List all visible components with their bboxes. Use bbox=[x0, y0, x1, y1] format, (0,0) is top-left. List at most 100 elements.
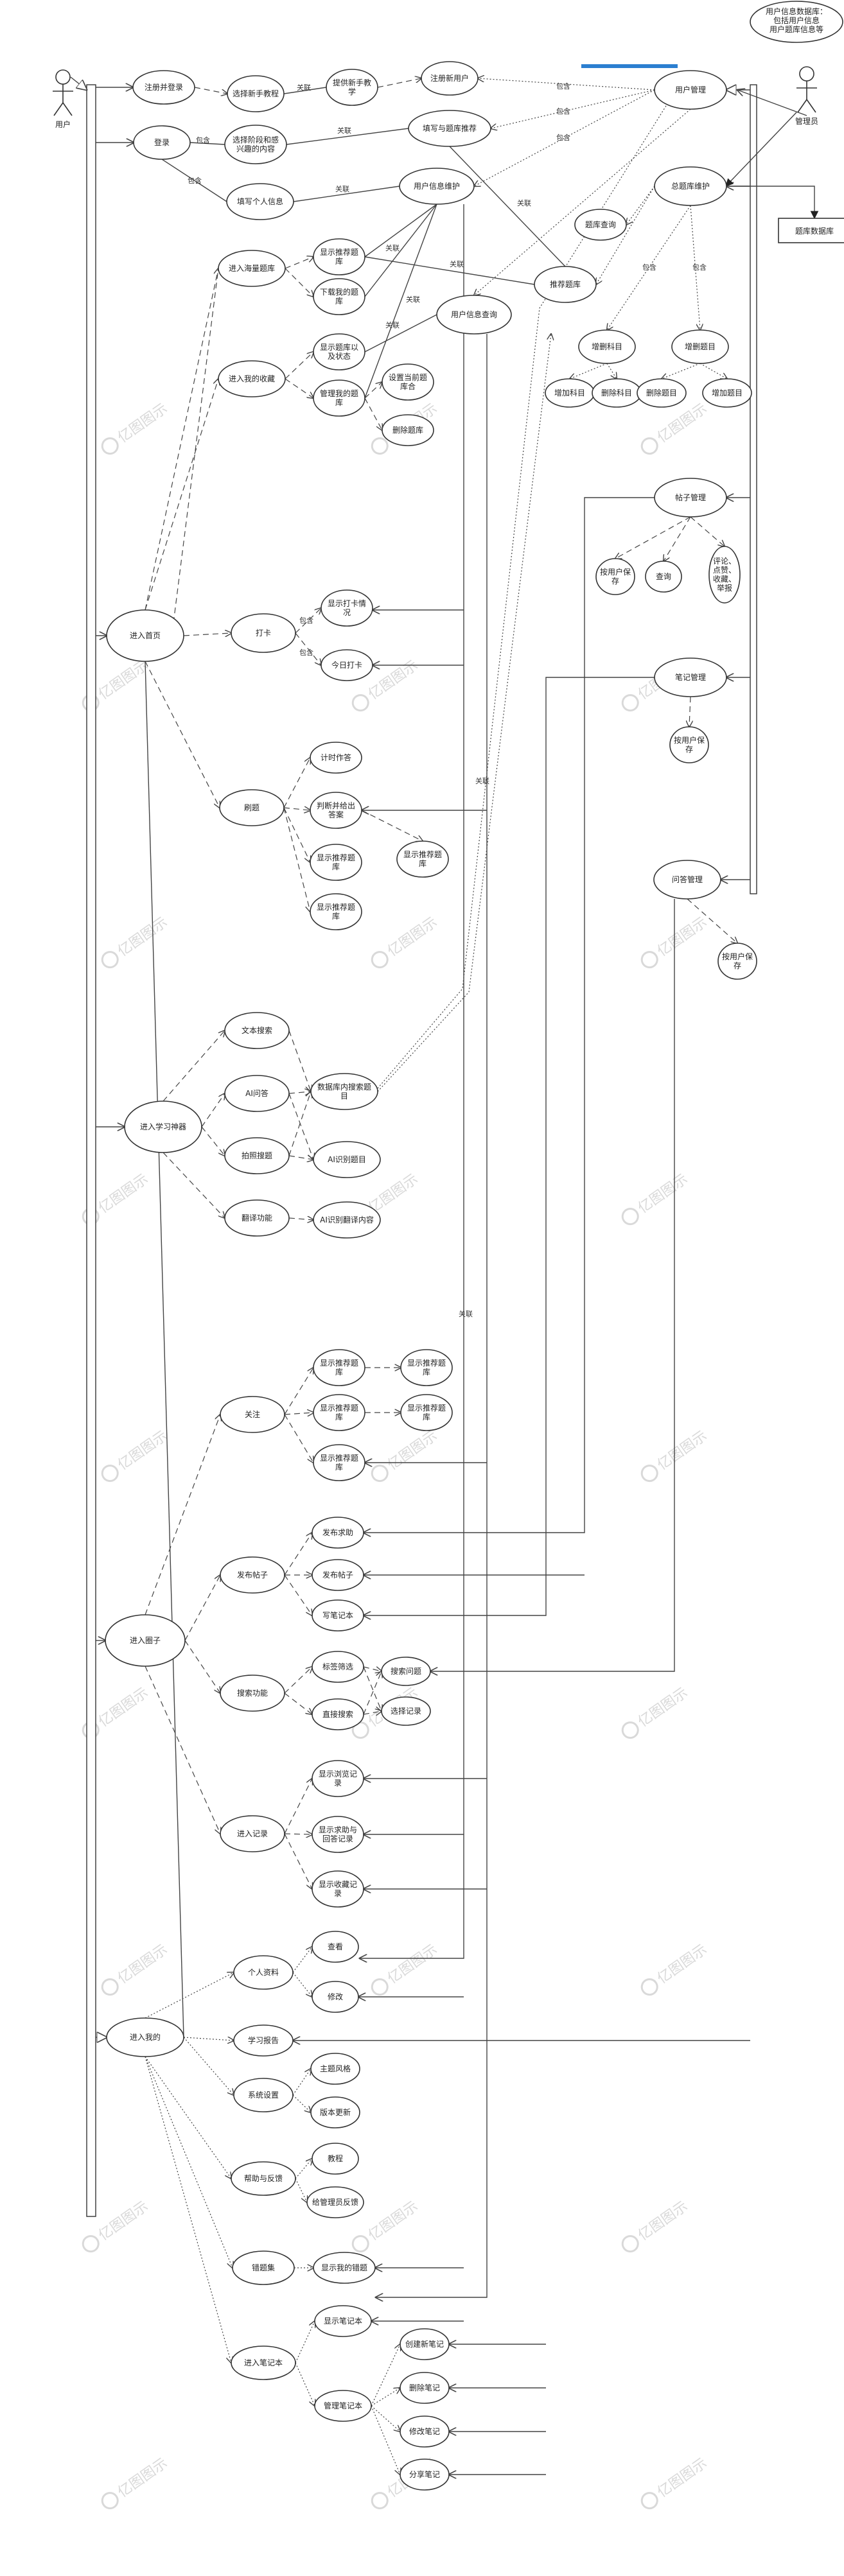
use-case-enter-sea[interactable]: 进入海量题库 bbox=[218, 250, 286, 287]
use-case-practice[interactable]: 刷题 bbox=[219, 789, 285, 826]
use-case-ai-answer[interactable]: AI识别题目 bbox=[313, 1141, 381, 1178]
use-case-post-post[interactable]: 发布帖子 bbox=[312, 1559, 364, 1591]
use-case-translate[interactable]: 翻译功能 bbox=[224, 1199, 290, 1237]
use-case-ai-translate[interactable]: AI识别翻译内容 bbox=[313, 1201, 381, 1239]
use-case-sys-settings[interactable]: 系统设置 bbox=[233, 2078, 294, 2112]
use-case-today-checkin[interactable]: 今日打卡 bbox=[321, 649, 373, 681]
use-case-feedback-admin[interactable]: 给管理员反馈 bbox=[306, 2186, 364, 2218]
use-case-newbie-tutorial[interactable]: 选择新手教程 bbox=[227, 75, 285, 112]
use-case-qa-mgmt[interactable]: 问答管理 bbox=[653, 860, 721, 900]
use-case-qb-maint[interactable]: 总题库维护 bbox=[654, 166, 727, 206]
use-case-create-note[interactable]: 创建新笔记 bbox=[400, 2328, 450, 2360]
use-case-version[interactable]: 版本更新 bbox=[310, 2096, 360, 2128]
use-case-show-rec-qb2[interactable]: 显示推荐题库 bbox=[310, 844, 362, 881]
use-case-user-info-query[interactable]: 用户信息查询 bbox=[436, 295, 512, 335]
use-case-post-help[interactable]: 发布求助 bbox=[312, 1517, 364, 1549]
use-case-delete-qb[interactable]: 删除题库 bbox=[382, 414, 434, 446]
use-case-show-wrong[interactable]: 显示我的错题 bbox=[313, 2252, 376, 2284]
use-case-text-search[interactable]: 文本搜索 bbox=[224, 1012, 290, 1049]
use-case-share-note[interactable]: 分享笔记 bbox=[400, 2459, 450, 2491]
use-case-set-current-qb[interactable]: 设置当前题库合 bbox=[382, 363, 434, 401]
use-case-theme[interactable]: 主题风格 bbox=[310, 2053, 360, 2085]
use-case-user-mgmt[interactable]: 用户管理 bbox=[654, 70, 727, 110]
use-case-show-note[interactable]: 显示笔记本 bbox=[314, 2305, 372, 2337]
use-case-query[interactable]: 查询 bbox=[645, 561, 682, 593]
use-case-enter-mine[interactable]: 进入我的 bbox=[106, 2017, 184, 2057]
use-case-db-search[interactable]: 数据库内搜索题目 bbox=[310, 1073, 378, 1110]
use-case-recommend-qb[interactable]: 推荐题库 bbox=[534, 266, 597, 303]
use-case-enter-circle[interactable]: 进入圈子 bbox=[105, 1614, 186, 1667]
use-case-tutorial[interactable]: 教程 bbox=[312, 2143, 359, 2175]
edge bbox=[491, 89, 655, 128]
use-case-write-note[interactable]: 写笔记本 bbox=[312, 1599, 364, 1632]
use-case-by-user-post[interactable]: 按用户保存 bbox=[595, 558, 635, 595]
use-case-by-user-qa[interactable]: 按用户保存 bbox=[717, 943, 757, 980]
use-case-choose-stage[interactable]: 选择阶段和感兴趣的内容 bbox=[224, 125, 287, 164]
use-case-post-mgmt[interactable]: 帖子管理 bbox=[654, 478, 727, 518]
use-case-show-checkin[interactable]: 显示打卡情况 bbox=[321, 589, 373, 627]
use-case-timer[interactable]: 计时作答 bbox=[310, 742, 362, 774]
use-case-show-browse[interactable]: 显示浏览记录 bbox=[312, 1760, 364, 1797]
use-case-add-question[interactable]: 增加题目 bbox=[702, 378, 752, 408]
use-case-judge-answer[interactable]: 判断并给出答案 bbox=[310, 792, 362, 829]
use-case-modify[interactable]: 修改 bbox=[312, 1981, 359, 2013]
edge bbox=[363, 1666, 382, 1711]
use-case-profile[interactable]: 个人资料 bbox=[233, 1955, 294, 1990]
use-case-show-fav-record[interactable]: 显示收藏记录 bbox=[312, 1870, 364, 1908]
use-case-enter-notebook[interactable]: 进入笔记本 bbox=[231, 2345, 296, 2380]
use-case-show-rec-qb4[interactable]: 显示推荐题库 bbox=[310, 893, 362, 930]
use-case-show-q-status[interactable]: 显示题库以及状态 bbox=[313, 333, 365, 370]
use-case-show-rec-qb[interactable]: 显示推荐题库 bbox=[313, 238, 365, 275]
use-case-f-show5[interactable]: 显示推荐题库 bbox=[400, 1394, 453, 1431]
use-case-ai-qa[interactable]: AI问答 bbox=[224, 1075, 290, 1112]
use-case-delete-note[interactable]: 删除笔记 bbox=[400, 2372, 450, 2404]
use-case-label: 选择记录 bbox=[391, 1707, 421, 1716]
use-case-del-question[interactable]: 删除题目 bbox=[637, 378, 687, 408]
use-case-comment-reply[interactable]: 评论、点赞、收藏、举报 bbox=[708, 546, 741, 604]
use-case-follow[interactable]: 关注 bbox=[220, 1396, 285, 1433]
use-case-show-rec-qb3[interactable]: 显示推荐题库 bbox=[396, 840, 449, 878]
use-case-del-subject[interactable]: 删除科目 bbox=[592, 378, 642, 408]
use-case-label: 显示笔记本 bbox=[324, 2316, 362, 2326]
use-case-enter-fav[interactable]: 进入我的收藏 bbox=[218, 360, 286, 397]
use-case-f-show4[interactable]: 显示推荐题库 bbox=[400, 1349, 453, 1386]
use-case-direct-search[interactable]: 直接搜索 bbox=[312, 1698, 364, 1730]
use-case-f-show1[interactable]: 显示推荐题库 bbox=[313, 1349, 365, 1386]
use-case-tag-filter[interactable]: 标签筛选 bbox=[312, 1651, 364, 1683]
use-case-search-func[interactable]: 搜索功能 bbox=[220, 1675, 285, 1712]
use-case-f-show2[interactable]: 显示推荐题库 bbox=[313, 1394, 365, 1431]
use-case-publish-post[interactable]: 发布帖子 bbox=[220, 1556, 285, 1594]
use-case-study-report[interactable]: 学习报告 bbox=[233, 2024, 294, 2057]
use-case-user-info-maint[interactable]: 用户信息维护 bbox=[399, 168, 475, 205]
use-case-edit-note[interactable]: 修改笔记 bbox=[400, 2415, 450, 2448]
use-case-register[interactable]: 注册并登录 bbox=[132, 70, 195, 105]
use-case-f-show3[interactable]: 显示推荐题库 bbox=[313, 1444, 365, 1481]
use-case-by-user-note[interactable]: 按用户保存 bbox=[669, 726, 709, 763]
actor-user[interactable]: 用户 bbox=[53, 69, 73, 129]
use-case-help-feedback[interactable]: 帮助与反馈 bbox=[231, 2161, 296, 2196]
use-case-choose-record[interactable]: 选择记录 bbox=[381, 1696, 431, 1726]
use-case-manage-note[interactable]: 管理笔记本 bbox=[314, 2390, 372, 2422]
use-case-enter-home[interactable]: 进入首页 bbox=[106, 609, 184, 662]
use-case-login[interactable]: 登录 bbox=[133, 125, 191, 160]
use-case-manage-subject[interactable]: 增删科目 bbox=[578, 329, 636, 364]
use-case-photo-search[interactable]: 拍照搜题 bbox=[224, 1137, 290, 1174]
use-case-view[interactable]: 查看 bbox=[312, 1931, 359, 1963]
use-case-download-qb[interactable]: 下载我的题库 bbox=[313, 278, 365, 315]
use-case-newbie-learn[interactable]: 提供新手教学 bbox=[326, 69, 378, 106]
use-case-checkin[interactable]: 打卡 bbox=[231, 613, 296, 653]
use-case-manage-qb[interactable]: 管理我的题库 bbox=[313, 379, 365, 417]
use-case-wrong-book[interactable]: 错题集 bbox=[232, 2250, 295, 2285]
actor-admin[interactable]: 管理员 bbox=[795, 66, 818, 126]
use-case-qb-query[interactable]: 题库查询 bbox=[574, 209, 627, 241]
use-case-manage-question[interactable]: 增删题目 bbox=[671, 329, 729, 364]
use-case-enter-record[interactable]: 进入记录 bbox=[220, 1815, 285, 1852]
use-case-enter-tool[interactable]: 进入学习神器 bbox=[124, 1101, 202, 1153]
use-case-search-question[interactable]: 搜索问题 bbox=[381, 1657, 431, 1686]
use-case-fill-recommend[interactable]: 填写与题库推荐 bbox=[408, 110, 491, 147]
use-case-add-subject[interactable]: 增加科目 bbox=[545, 378, 595, 408]
use-case-note-mgmt[interactable]: 笔记管理 bbox=[654, 657, 727, 697]
use-case-fill-personal[interactable]: 填写个人信息 bbox=[226, 183, 294, 220]
use-case-show-help-reply[interactable]: 显示求助与回答记录 bbox=[312, 1816, 364, 1853]
use-case-register-new-user[interactable]: 注册新用户 bbox=[421, 61, 479, 96]
